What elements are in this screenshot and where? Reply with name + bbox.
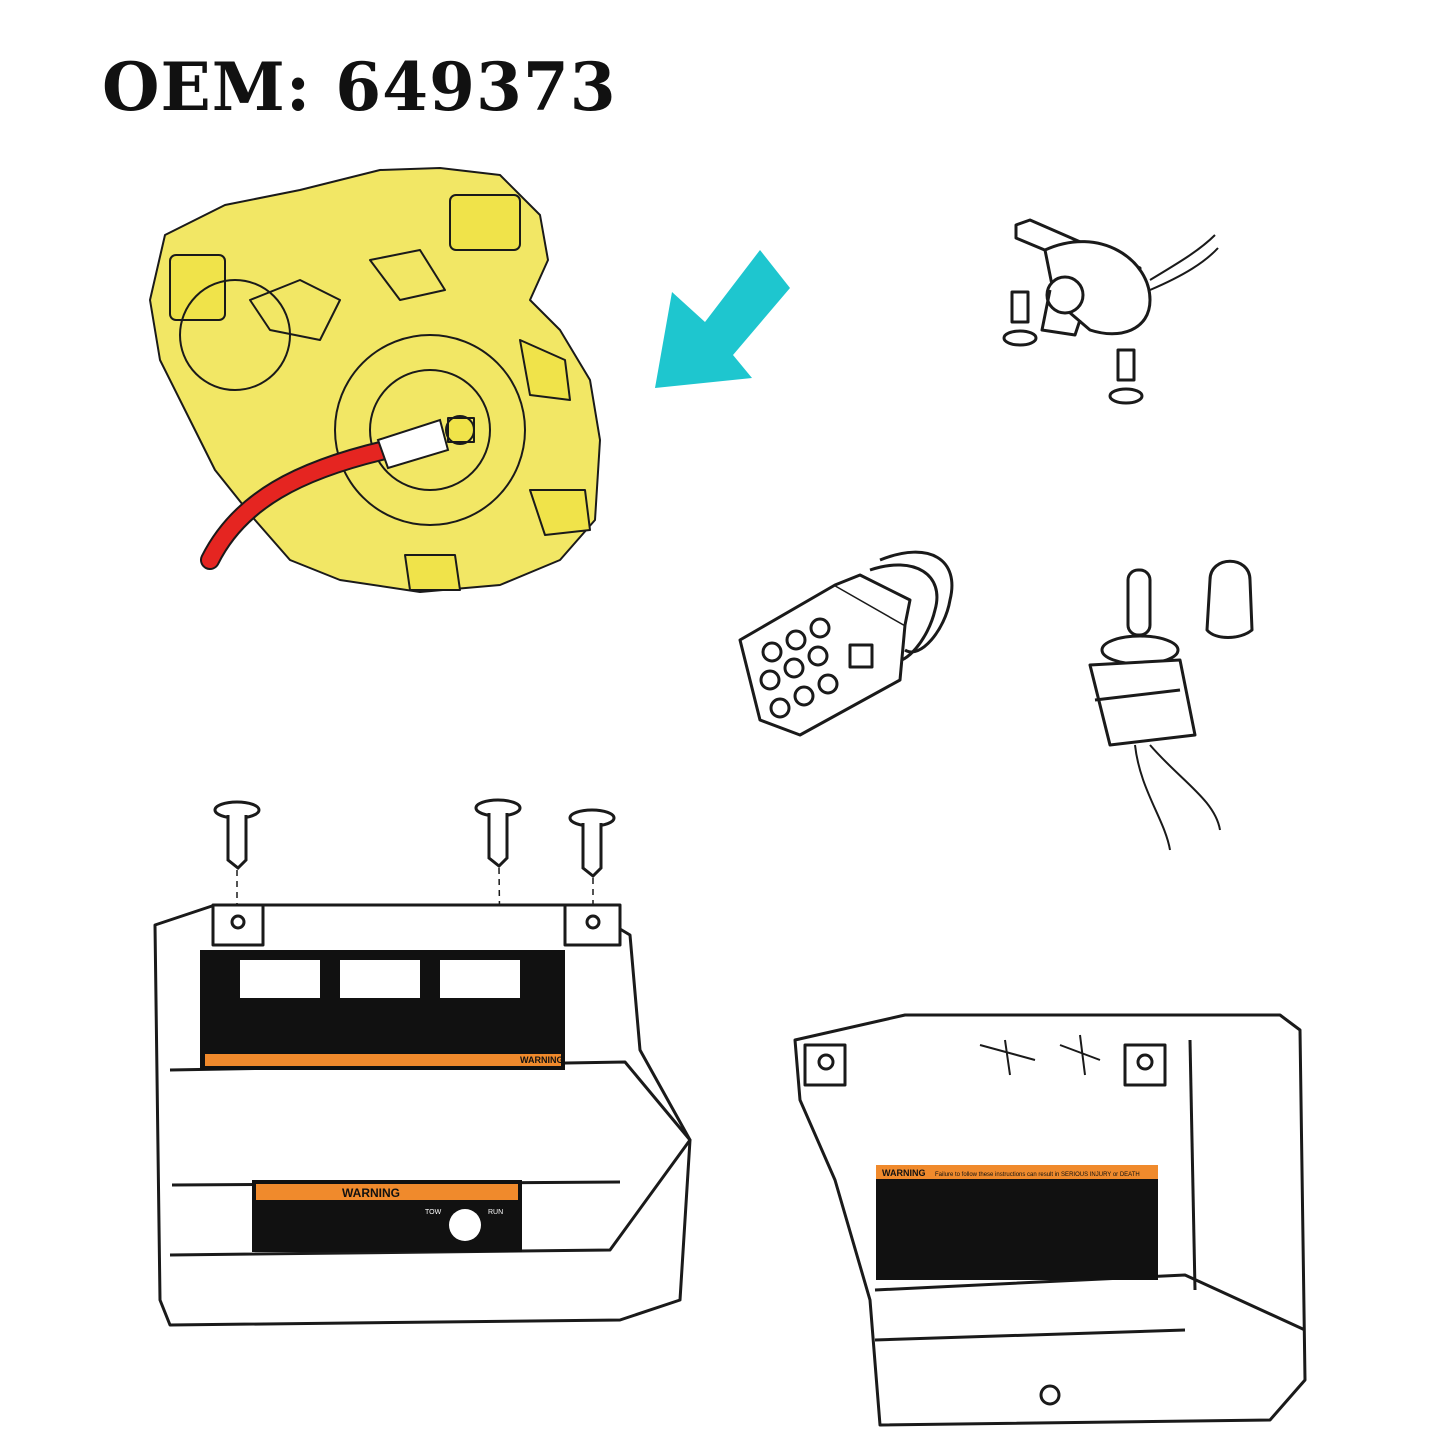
run-label: RUN	[488, 1209, 503, 1216]
toggle-switch-icon	[1088, 559, 1254, 851]
warning-label-right: WARNING Failure to follow these instruct…	[876, 1165, 1158, 1280]
cable-icon	[200, 418, 450, 570]
pointer-arrow-icon	[655, 250, 790, 388]
connector-plug-icon	[738, 550, 954, 737]
warning-right-text: WARNING	[882, 1168, 926, 1178]
tow-label: TOW	[425, 1209, 442, 1216]
solenoid-icon	[149, 167, 601, 593]
warning-lower-text: WARNING	[342, 1186, 400, 1200]
page-title: OEM: 649373	[102, 48, 617, 126]
warning-upper-text: WARNING	[520, 1055, 564, 1065]
push-rivet-icon	[213, 798, 616, 879]
warning-label-upper: WARNING	[200, 950, 565, 1070]
warning-label-lower: WARNING TOW RUN	[252, 1180, 522, 1252]
mounting-bracket-icon	[1002, 218, 1219, 405]
warning-right-sub: Failure to follow these instructions can…	[935, 1172, 1140, 1178]
